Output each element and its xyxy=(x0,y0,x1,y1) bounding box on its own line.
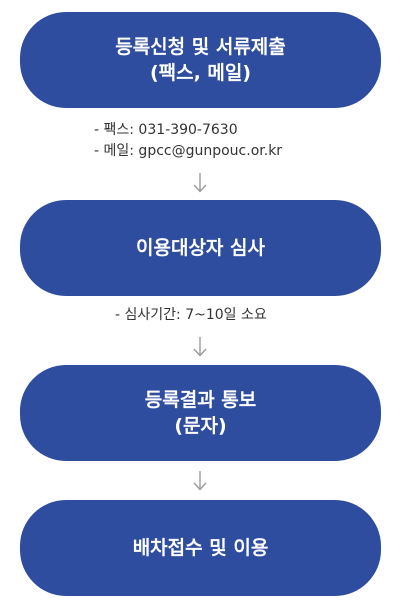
down-arrow-icon xyxy=(193,173,207,193)
screening-period-note: - 심사기간: 7~10일 소요 xyxy=(115,307,267,323)
step-2-screening: 이용대상자 심사 xyxy=(20,200,381,296)
step-1-registration: 등록신청 및 서류제출 (팩스, 메일) xyxy=(20,12,381,108)
step-2-notes: - 심사기간: 7~10일 소요 xyxy=(115,305,267,326)
down-arrow-icon xyxy=(193,337,207,357)
fax-note: - 팩스: 031-390-7630 xyxy=(94,122,238,138)
email-note: - 메일: gpcc@gunpouc.or.kr xyxy=(94,143,283,159)
step-2-title: 이용대상자 심사 xyxy=(136,237,265,259)
step-1-title: 등록신청 및 서류제출 xyxy=(115,36,286,58)
step-3-title: 등록결과 통보 xyxy=(144,389,257,411)
step-3-result-notice: 등록결과 통보 (문자) xyxy=(20,365,381,461)
step-4-dispatch-and-use: 배차접수 및 이용 xyxy=(20,500,381,596)
down-arrow-icon xyxy=(193,471,207,491)
step-1-contact-notes: - 팩스: 031-390-7630 - 메일: gpcc@gunpouc.or… xyxy=(94,120,282,162)
step-3-subtitle: (문자) xyxy=(174,415,227,437)
step-4-title: 배차접수 및 이용 xyxy=(132,537,269,559)
step-1-subtitle: (팩스, 메일) xyxy=(149,62,252,84)
